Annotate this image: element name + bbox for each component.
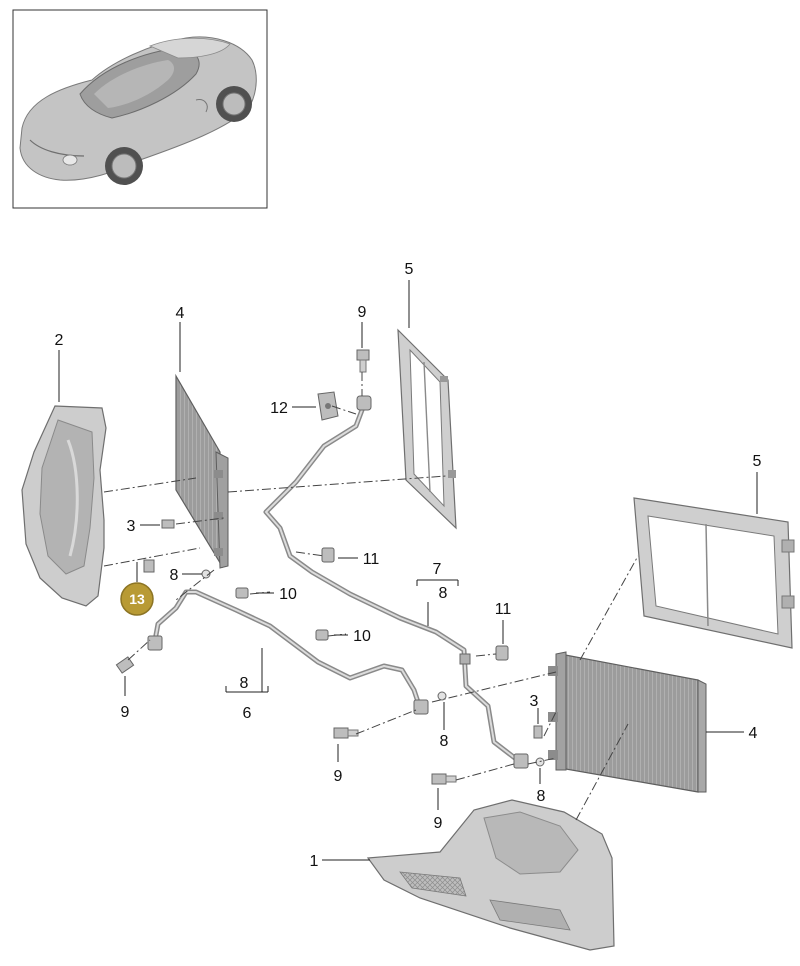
callout-8-right: 8 <box>537 788 546 805</box>
washer-8-right <box>535 757 545 767</box>
callout-9-mid: 9 <box>334 768 343 785</box>
callout-7: 7 <box>433 561 442 578</box>
refrigerant-line-lower <box>147 589 429 715</box>
callout-9-left: 9 <box>121 704 130 721</box>
screw-9-left <box>115 656 135 674</box>
radiator-frame-upper <box>397 328 457 530</box>
callout-1: 1 <box>310 853 319 870</box>
air-duct-left <box>21 405 107 607</box>
callout-10-upper: 10 <box>279 586 297 603</box>
screw-9-mid <box>333 727 359 739</box>
bracket-12 <box>317 391 339 421</box>
vehicle-thumbnail <box>12 9 268 209</box>
callout-8-group-7: 8 <box>439 585 448 602</box>
callout-9-right: 9 <box>434 815 443 832</box>
callout-8-left: 8 <box>170 567 179 584</box>
car-illustration <box>19 36 257 185</box>
callout-5-right: 5 <box>753 453 762 470</box>
callout-13: 13 <box>129 591 145 607</box>
callout-4-left: 4 <box>176 305 185 322</box>
screw-3-right <box>533 725 543 739</box>
washer-8-mid <box>437 691 447 701</box>
radiator-frame-lower <box>633 497 795 649</box>
leader-lines <box>58 280 758 861</box>
radiator-right <box>548 651 707 793</box>
callout-labels: 2 4 5 5 4 1 9 12 3 8 11 10 10 7 8 11 8 6… <box>55 261 762 870</box>
screw-3-left <box>161 519 175 529</box>
clip-11-left <box>321 547 335 563</box>
callout-8-mid: 8 <box>440 733 449 750</box>
air-duct-lower <box>366 799 615 951</box>
callout-11-left: 11 <box>363 551 380 568</box>
radiator-left <box>175 373 229 569</box>
callout-5-top: 5 <box>405 261 414 278</box>
refrigerant-line-upper <box>263 395 529 769</box>
callout-2: 2 <box>55 332 64 349</box>
screw-9-right <box>431 773 457 785</box>
screw-13 <box>143 559 155 573</box>
callout-8-group-6: 8 <box>240 675 249 692</box>
clip-10-lower <box>315 629 329 641</box>
clip-10-upper <box>235 587 249 599</box>
callout-3-right: 3 <box>530 693 539 710</box>
callout-11-right: 11 <box>495 601 512 618</box>
callout-3-left: 3 <box>127 518 136 535</box>
callout-10-lower: 10 <box>353 628 371 645</box>
clip-11-right <box>495 645 509 661</box>
assembly-lines <box>103 372 639 821</box>
callout-6: 6 <box>243 705 252 722</box>
callout-13-badge[interactable]: 13 <box>120 582 154 616</box>
callout-4-right: 4 <box>749 725 758 742</box>
callout-12: 12 <box>270 400 288 417</box>
callout-9-top: 9 <box>358 304 367 321</box>
hardware <box>115 349 545 785</box>
screw-9-top <box>356 349 370 373</box>
